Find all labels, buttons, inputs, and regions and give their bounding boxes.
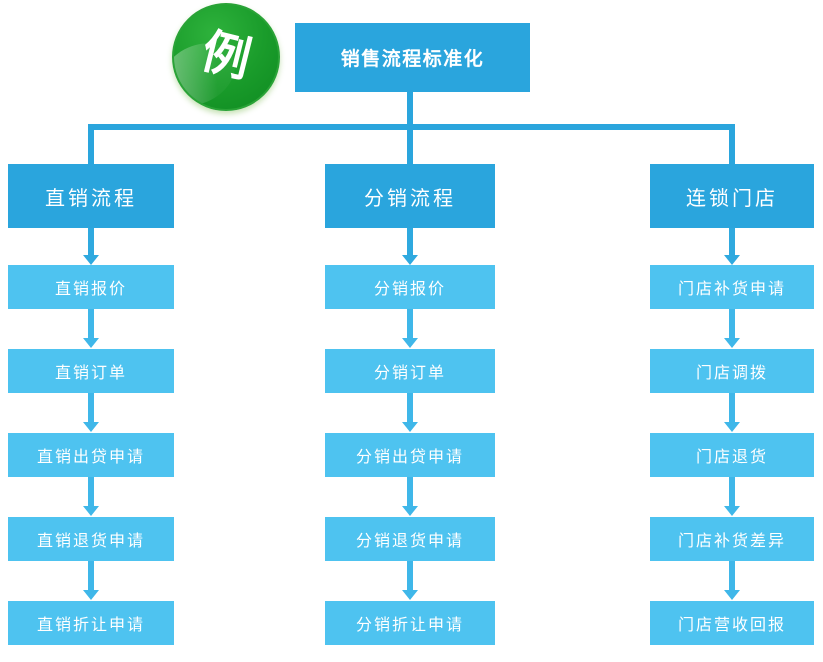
arrow-down-icon [724,228,740,265]
branch-chain-stores: 连锁门店 门店补货申请 门店调拨 门店退货 门店补货差异 门店营收回报 [650,164,814,645]
branch-header-distribution: 分销流程 [325,164,495,228]
connector-drop-center [407,130,413,164]
example-badge: 例 [172,3,280,111]
flow-node: 分销报价 [325,265,495,309]
branch-direct-sales: 直销流程 直销报价 直销订单 直销出贷申请 直销退货申请 直销折让申请 [8,164,174,645]
connector-drop-left [88,130,94,164]
flow-node: 门店补货差异 [650,517,814,561]
arrow-down-icon [83,228,99,265]
flow-node: 直销退货申请 [8,517,174,561]
connector-root-stem [407,92,413,128]
flow-node: 门店营收回报 [650,601,814,645]
example-badge-label: 例 [196,24,256,89]
arrow-down-icon [402,561,418,600]
arrow-down-icon [724,309,740,348]
flow-node: 分销出贷申请 [325,433,495,477]
arrow-down-icon [724,477,740,516]
flow-node: 直销出贷申请 [8,433,174,477]
arrow-down-icon [83,477,99,516]
arrow-down-icon [724,393,740,432]
arrow-down-icon [83,309,99,348]
flow-node: 直销折让申请 [8,601,174,645]
branch-header-direct-sales: 直销流程 [8,164,174,228]
arrow-down-icon [83,561,99,600]
arrow-down-icon [402,393,418,432]
flow-node: 分销退货申请 [325,517,495,561]
root-node: 销售流程标准化 [295,23,530,92]
flow-node: 直销订单 [8,349,174,393]
arrow-down-icon [402,477,418,516]
flow-node: 分销订单 [325,349,495,393]
branch-distribution: 分销流程 分销报价 分销订单 分销出贷申请 分销退货申请 分销折让申请 [325,164,495,645]
flow-node: 门店补货申请 [650,265,814,309]
flow-node: 分销折让申请 [325,601,495,645]
connector-drop-right [729,130,735,164]
branch-header-chain-stores: 连锁门店 [650,164,814,228]
flow-node: 门店退货 [650,433,814,477]
flow-node: 门店调拨 [650,349,814,393]
arrow-down-icon [402,228,418,265]
connector-horizontal [88,124,735,130]
flow-node: 直销报价 [8,265,174,309]
arrow-down-icon [724,561,740,600]
arrow-down-icon [402,309,418,348]
arrow-down-icon [83,393,99,432]
